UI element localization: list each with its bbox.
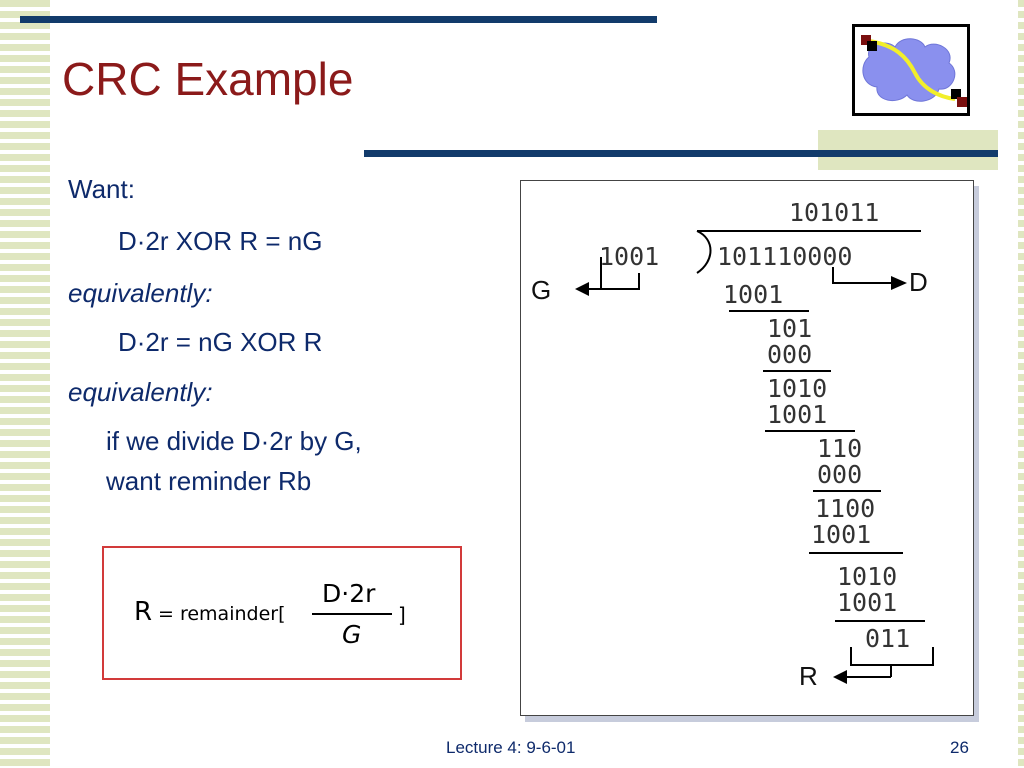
step-8: 1100 xyxy=(815,494,875,523)
bullet-line-3b: want reminder Rb xyxy=(106,466,312,496)
right-stripe-band xyxy=(1018,0,1024,768)
footer-lecture: Lecture 4: 9-6-01 xyxy=(446,738,576,757)
division-bracket xyxy=(696,230,712,274)
formula-close-bracket: ] xyxy=(398,603,406,627)
bullet-line-3a: if we divide D·2r by G, xyxy=(106,426,362,456)
step-3: 000 xyxy=(767,340,812,369)
divisor: 1001 xyxy=(599,242,659,271)
network-cloud-icon xyxy=(861,35,967,107)
g-arrow-icon xyxy=(575,282,589,296)
step-9: 1001 xyxy=(811,520,871,549)
step-2: 101 xyxy=(767,314,812,343)
slide-title: CRC Example xyxy=(62,53,354,105)
step-4: 1010 xyxy=(767,374,827,403)
label-d: D xyxy=(909,267,928,297)
long-division-figure: 101011 1001 101110000 G D 1001 101 000 1… xyxy=(520,180,974,716)
top-rule xyxy=(20,16,657,23)
step-11: 1001 xyxy=(837,588,897,617)
long-division-diagram: 101011 1001 101110000 G D 1001 101 000 1… xyxy=(531,198,934,691)
step-5: 1001 xyxy=(767,400,827,429)
bullet-equivalently-1: equivalently: xyxy=(68,278,213,308)
formula-box: R = remainder[ D·2r G ] xyxy=(102,546,462,680)
r-arrow-icon xyxy=(833,670,847,684)
formula-numerator: D·2r xyxy=(322,579,376,608)
d-bracket xyxy=(832,267,893,284)
step-1: 1001 xyxy=(723,280,783,309)
bullet-line-1: D·2r XOR R = nG xyxy=(118,226,323,256)
formula-r: R xyxy=(134,597,152,627)
network-logo xyxy=(852,24,970,116)
label-r: R xyxy=(799,661,818,691)
bullet-want: Want: xyxy=(68,174,135,204)
step-7: 000 xyxy=(817,460,862,489)
bullet-equivalently-2: equivalently: xyxy=(68,377,213,407)
formula-remainder-label: = remainder[ xyxy=(158,603,286,625)
step-10: 1010 xyxy=(837,562,897,591)
quotient: 101011 xyxy=(789,198,879,227)
label-g: G xyxy=(531,275,551,305)
formula-denominator: G xyxy=(342,620,361,649)
step-12-remainder: 011 xyxy=(865,624,910,653)
d-arrow-icon xyxy=(891,276,907,290)
dividend: 101110000 xyxy=(717,242,852,271)
bullet-line-2: D·2r = nG XOR R xyxy=(118,327,323,357)
g-bracket xyxy=(600,257,640,290)
step-6: 110 xyxy=(817,434,862,463)
footer-page-number: 26 xyxy=(950,738,969,757)
left-stripe-band xyxy=(0,0,50,768)
remainder-formula: R = remainder[ D·2r G ] xyxy=(134,579,406,649)
title-rule xyxy=(364,150,998,157)
